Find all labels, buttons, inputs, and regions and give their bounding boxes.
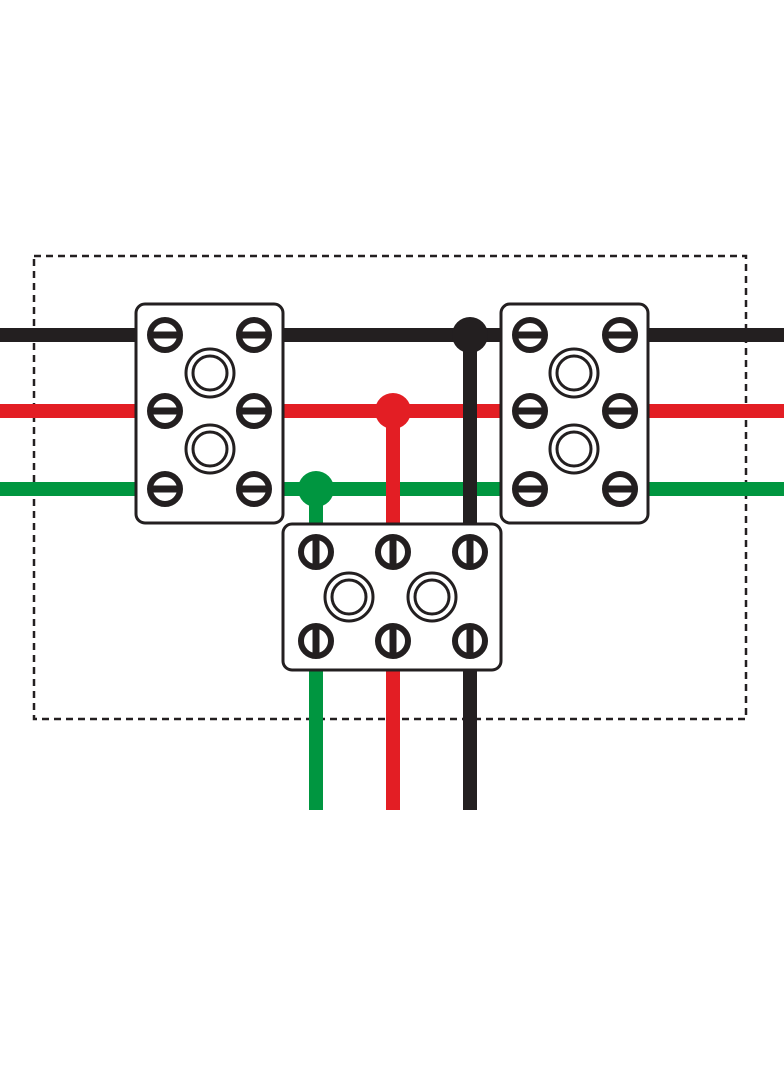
left-block-screw-slot — [238, 485, 270, 493]
left-block-screw-slot — [238, 331, 270, 339]
right-block-screw-slot — [514, 485, 546, 493]
bottom-block-fixing-hole-inner — [330, 578, 368, 616]
bottom-block — [281, 522, 503, 672]
left-block-screw-slot — [149, 485, 181, 493]
bottom-block-screw-slot — [312, 625, 320, 657]
bottom-block-fixing-hole-inner — [413, 578, 451, 616]
bottom-block-screw-slot — [389, 536, 397, 568]
right-block-screw-slot — [514, 407, 546, 415]
right-block-screw-slot — [604, 407, 636, 415]
bottom-block-screw-slot — [312, 536, 320, 568]
left-block-screw-slot — [149, 407, 181, 415]
earth-junction-dot — [298, 471, 334, 507]
bottom-block-screw-slot — [466, 536, 474, 568]
left-block-fixing-hole-inner — [191, 354, 229, 392]
right-block — [499, 302, 650, 525]
left-block-screw-slot — [149, 331, 181, 339]
bottom-block-screw-slot — [466, 625, 474, 657]
right-block-fixing-hole-inner — [555, 430, 593, 468]
bottom-block-screw-slot — [389, 625, 397, 657]
right-block-screw-slot — [604, 331, 636, 339]
neutral-junction-dot — [452, 317, 488, 353]
left-block — [134, 302, 285, 525]
left-block-screw-slot — [238, 407, 270, 415]
left-block-fixing-hole-inner — [191, 430, 229, 468]
right-block-screw-slot — [514, 331, 546, 339]
live-junction-dot — [375, 393, 411, 429]
right-block-screw-slot — [604, 485, 636, 493]
right-block-fixing-hole-inner — [555, 354, 593, 392]
